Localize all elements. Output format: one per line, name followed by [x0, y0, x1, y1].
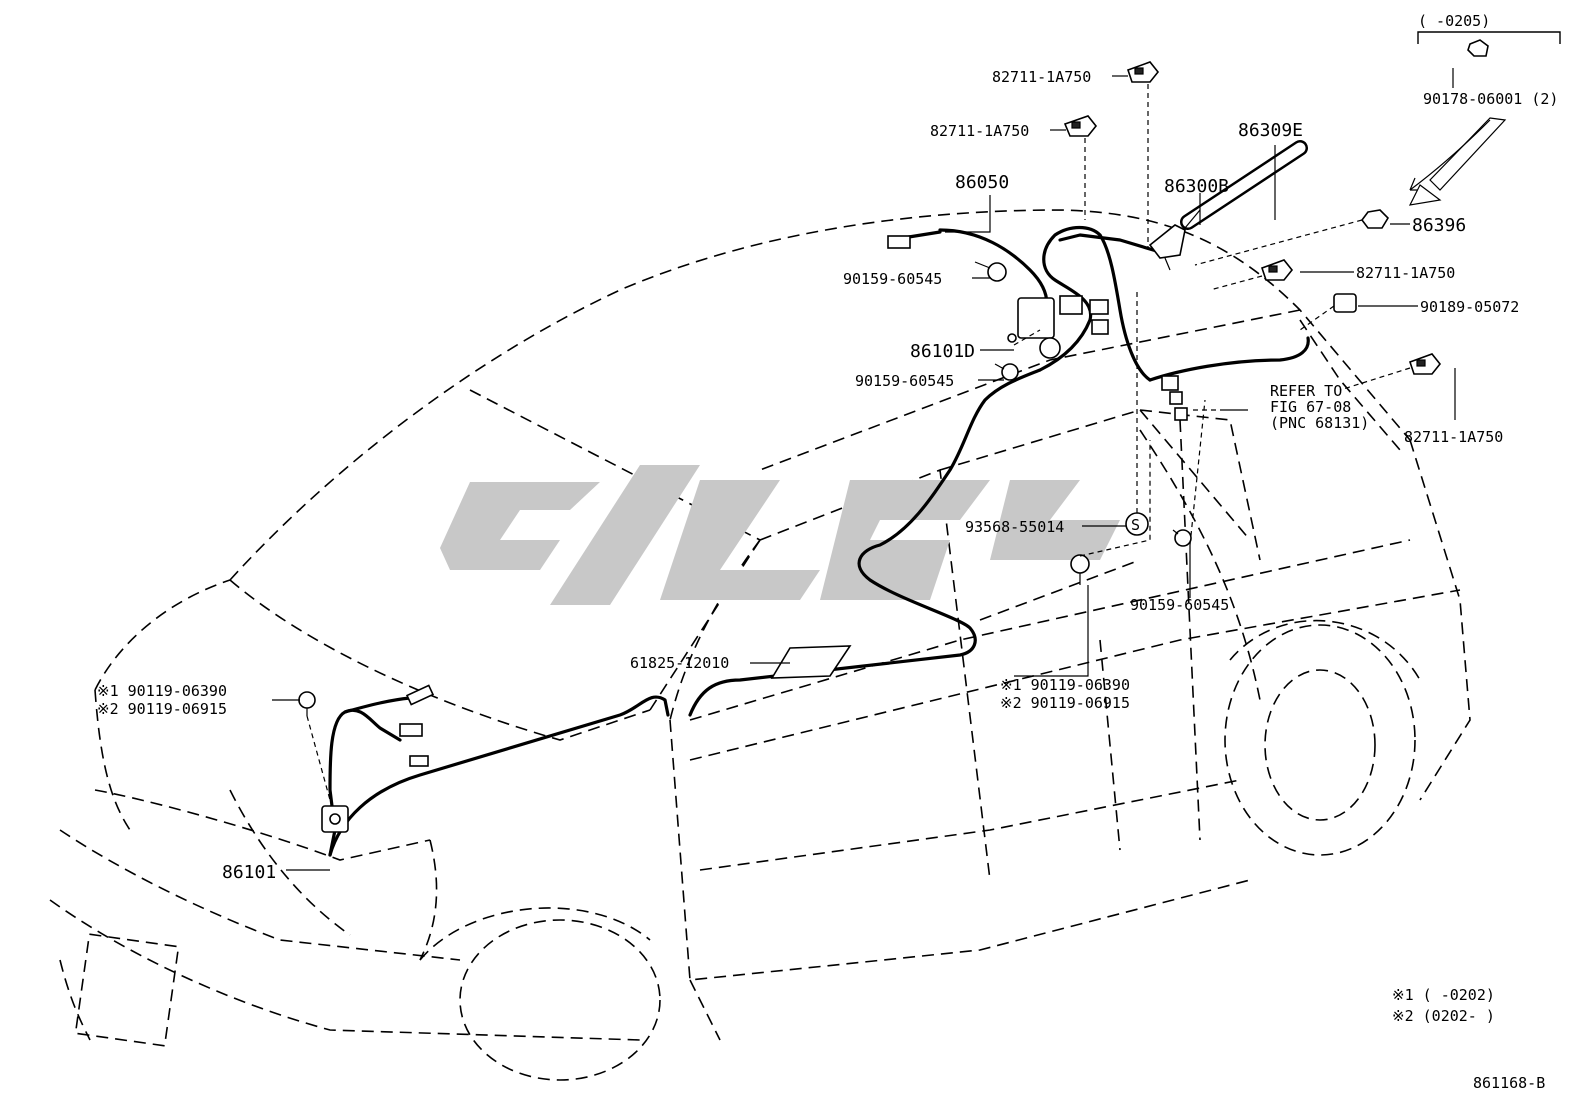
label-90159-a: 90159-60545 [843, 270, 942, 288]
label-left-note2: ※2 90119-06915 [97, 700, 227, 718]
refer-line-3: (PNC 68131) [1270, 414, 1369, 432]
label-86309E: 86309E [1238, 120, 1303, 141]
label-82711-b: 82711-1A750 [930, 122, 1029, 140]
label-90178: 90178-06001 (2) [1423, 90, 1558, 108]
label-86101: 86101 [222, 862, 276, 883]
antenna-base-86300B [1148, 224, 1186, 271]
label-82711-c: 82711-1A750 [1356, 264, 1455, 282]
legend-note2: ※2 (0202- ) [1392, 1007, 1495, 1025]
bolt-90119-mid [1070, 554, 1090, 585]
antenna-cord-86101 [328, 368, 1042, 857]
cushion-90189 [1333, 293, 1357, 313]
nut-86396 [1361, 209, 1390, 229]
leader-lines [272, 31, 1561, 871]
label-86101D: 86101D [910, 341, 975, 362]
bracket-range-label: ( -0205) [1418, 12, 1490, 30]
figure-id: 861168-B [1473, 1074, 1545, 1092]
s-symbol-text: S [1131, 516, 1140, 534]
label-61825: 61825-12010 [630, 654, 729, 672]
label-93568: 93568-55014 [965, 518, 1064, 536]
screw-90159-b [994, 363, 1019, 381]
refer-line-2: FIG 67-08 [1270, 398, 1351, 416]
legend: ※1 ( -0202) ※2 (0202- ) [1392, 986, 1495, 1025]
refer-line-1: REFER TO [1270, 382, 1342, 400]
label-86396: 86396 [1412, 215, 1466, 236]
s-symbol: S [1125, 512, 1149, 536]
label-plate-61825 [770, 645, 852, 679]
clip-82711-a [1126, 61, 1160, 83]
clip-82711-d [1408, 353, 1442, 375]
label-90189: 90189-05072 [1420, 298, 1519, 316]
label-mid-note1: ※1 90119-06390 [1000, 676, 1130, 694]
callout-labels: ( -0205) 90178-06001 (2) 82711-1A750 827… [97, 12, 1558, 883]
antenna-rod-86309E [1180, 140, 1308, 230]
screw-90159-c [1172, 529, 1192, 547]
label-86300B: 86300B [1164, 176, 1229, 197]
legend-note1: ※1 ( -0202) [1392, 986, 1495, 1004]
label-82711-a: 82711-1A750 [992, 68, 1091, 86]
label-90159-c: 90159-60545 [1130, 596, 1229, 614]
vehicle-outline [49, 209, 1471, 1081]
cord-plugs [399, 235, 1188, 767]
clip-82711-b [1063, 115, 1098, 137]
screw-90159-a [974, 261, 1007, 282]
bolt-90119-left [298, 691, 316, 716]
label-82711-d: 82711-1A750 [1404, 428, 1503, 446]
label-86050: 86050 [955, 172, 1009, 193]
amplifier-86101D [1007, 295, 1109, 359]
nut-90178 [1467, 39, 1489, 57]
label-mid-note2: ※2 90119-06915 [1000, 694, 1130, 712]
label-left-note1: ※1 90119-06390 [97, 682, 227, 700]
clip-82711-c [1260, 259, 1294, 281]
label-90159-b: 90159-60545 [855, 372, 954, 390]
cord-connector [321, 805, 349, 833]
